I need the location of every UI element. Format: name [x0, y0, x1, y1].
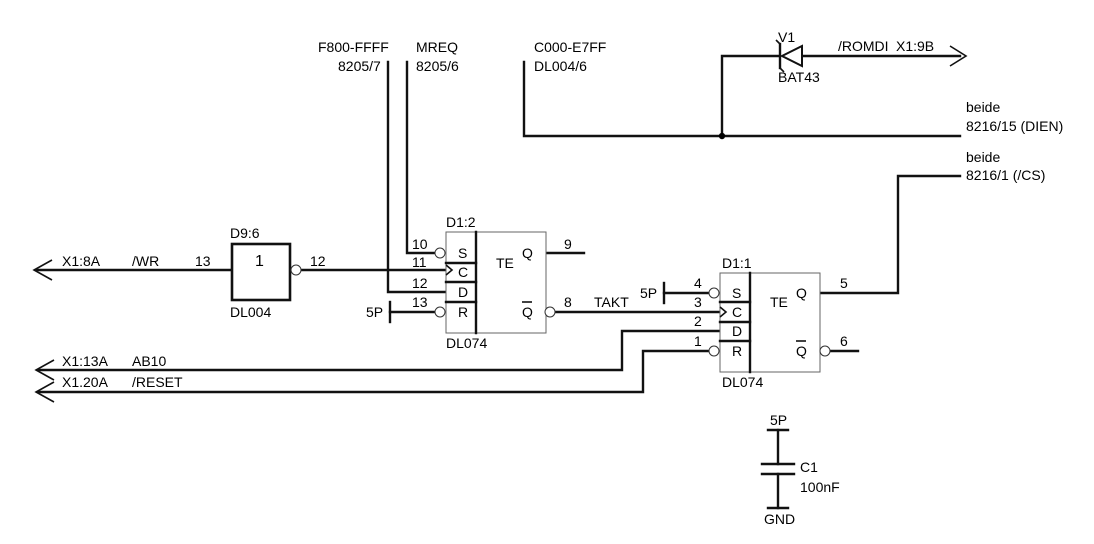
ff1-title: TE	[496, 255, 514, 271]
ff2-pin-c: C	[732, 304, 742, 320]
ff2-pin-d: D	[732, 323, 742, 339]
label-romdi: /ROMDI	[838, 38, 889, 54]
ff2-num-d: 2	[694, 313, 702, 329]
flipflop-d1-2: D1:2 DL074 TE S C D R Q Q 10 11 12 13 9 …	[412, 214, 572, 351]
label-8205-6: 8205/6	[416, 58, 459, 74]
label-v1: V1	[778, 29, 795, 45]
label-wr: /WR	[132, 253, 159, 269]
ff1-pin-r: R	[458, 304, 468, 320]
label-reset: /RESET	[132, 374, 183, 390]
gate-d9-pin-in: 13	[195, 253, 211, 269]
label-c1: C1	[800, 459, 818, 475]
label-beide-2: beide	[966, 149, 1000, 165]
label-5p-ff2: 5P	[640, 285, 657, 301]
label-beide-1: beide	[966, 99, 1000, 115]
ff1-pin-qn: Q	[522, 304, 533, 320]
top-wires	[386, 54, 962, 295]
capacitor-c1	[760, 428, 796, 510]
label-5p-ff1: 5P	[366, 304, 383, 320]
ff1-num-s: 10	[412, 236, 428, 252]
label-x1-13a: X1:13A	[62, 353, 109, 369]
ff2-ref: D1:1	[722, 255, 752, 271]
ff2-num-s: 4	[694, 275, 702, 291]
ff1-pin-q: Q	[522, 245, 533, 261]
label-x1-20a: X1.20A	[62, 374, 109, 390]
ff2-title: TE	[770, 294, 788, 310]
ff2-pin-r: R	[732, 343, 742, 359]
arrows	[32, 45, 968, 403]
ff2-pin-q: Q	[796, 285, 807, 301]
ff1-type: DL074	[446, 335, 487, 351]
label-dien: 8216/15 (DIEN)	[966, 118, 1063, 134]
ff1-pin-d: D	[458, 284, 468, 300]
label-bat43: BAT43	[778, 69, 820, 85]
ff1-num-r: 13	[412, 294, 428, 310]
gate-d9-symbol: 1	[255, 253, 264, 270]
label-5p-cap: 5P	[770, 412, 787, 428]
ff1-num-qn: 8	[564, 294, 572, 310]
net-labels: F800-FFFF 8205/7 MREQ 8205/6 C000-E7FF D…	[62, 29, 1063, 527]
ff1-num-d: 12	[412, 275, 428, 291]
label-x1-8a: X1:8A	[62, 253, 101, 269]
gate-d9-type: DL004	[230, 304, 271, 320]
label-c000: C000-E7FF	[534, 39, 606, 55]
label-dl004-6: DL004/6	[534, 58, 587, 74]
flipflop-d1-1: D1:1 DL074 TE S C D R Q Q 4 3 2 1 5 6	[694, 255, 848, 390]
ff2-type: DL074	[722, 374, 763, 390]
label-cs: 8216/1 (/CS)	[966, 167, 1045, 183]
ff1-num-q: 9	[564, 236, 572, 252]
ff2-num-r: 1	[694, 333, 702, 349]
gate-d9-ref: D9:6	[230, 225, 260, 241]
label-mreq: MREQ	[416, 39, 458, 55]
left-wires	[34, 251, 860, 394]
junction-dot	[718, 132, 726, 140]
not-gate-d9: D9:6 1 DL004 13 12	[195, 225, 326, 320]
ff1-ref: D1:2	[446, 214, 476, 230]
label-gnd: GND	[764, 511, 795, 527]
label-takt: TAKT	[594, 294, 629, 310]
ff2-pin-qn: Q	[796, 343, 807, 359]
gate-d9-pin-out: 12	[310, 253, 326, 269]
label-f800: F800-FFFF	[318, 39, 389, 55]
label-8205-7: 8205/7	[338, 58, 381, 74]
ff2-num-qn: 6	[840, 333, 848, 349]
label-c1-value: 100nF	[800, 479, 840, 495]
ff1-num-c: 11	[412, 254, 427, 270]
label-x1-9b: X1:9B	[896, 38, 934, 54]
label-ab10: AB10	[132, 353, 166, 369]
ff1-pin-s: S	[458, 245, 467, 261]
diode-v1	[775, 39, 803, 73]
ff1-pin-c: C	[458, 264, 468, 280]
ff2-num-c: 3	[694, 294, 702, 310]
ff2-num-q: 5	[840, 275, 848, 291]
ff2-pin-s: S	[732, 285, 741, 301]
